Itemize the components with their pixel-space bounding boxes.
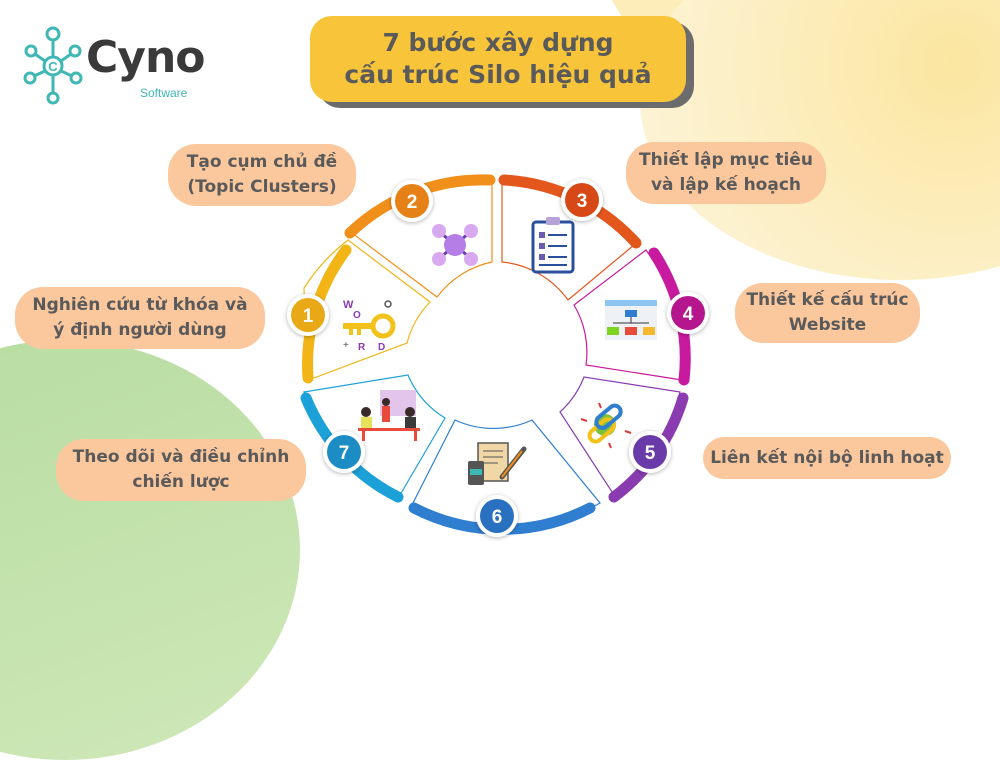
- svg-text:+: +: [343, 340, 349, 351]
- svg-text:1: 1: [303, 306, 314, 327]
- brand-logo: C Cyno Software: [22, 26, 222, 106]
- step-1-label: Nghiên cứu từ khóa và ý định người dùng: [15, 287, 265, 349]
- step-5-label-line-1: Liên kết nội bộ linh hoạt: [710, 447, 944, 468]
- badge-step-6: 6: [476, 495, 518, 537]
- link-gear-icon: [580, 402, 632, 449]
- molecule-logo-icon: C: [23, 26, 83, 105]
- document-pen-icon: [468, 442, 527, 485]
- svg-text:7: 7: [339, 443, 350, 464]
- svg-text:5: 5: [645, 443, 656, 464]
- title-line-2: cấu trúc Silo hiệu quả: [344, 60, 652, 89]
- step-1-label-line-2: ý định người dùng: [53, 320, 227, 340]
- step-3-label-line-2: và lập kế hoạch: [650, 175, 802, 195]
- key-word-icon: W O R D +: [343, 299, 396, 353]
- svg-text:W: W: [343, 299, 354, 311]
- step-5-label: Liên kết nội bộ linh hoạt: [703, 437, 951, 479]
- step-2-label: Tạo cụm chủ đề (Topic Clusters): [168, 144, 356, 206]
- badge-step-7: 7: [323, 431, 365, 473]
- step-2-label-line-1: Tạo cụm chủ đề: [186, 152, 338, 172]
- badge-step-5: 5: [629, 431, 671, 473]
- title-line-1: 7 bước xây dựng: [382, 28, 614, 57]
- brand-subtitle: Software: [140, 86, 188, 100]
- page-title: 7 bước xây dựng cấu trúc Silo hiệu quả: [310, 16, 686, 102]
- step-7-label-line-1: Theo dõi và điều chỉnh: [72, 447, 290, 467]
- step-2-label-line-2: (Topic Clusters): [187, 177, 337, 197]
- badge-step-2: 2: [391, 180, 433, 222]
- step-3-label-line-1: Thiết lập mục tiêu: [639, 150, 813, 170]
- segment-1-outline: [303, 239, 431, 382]
- svg-text:2: 2: [407, 192, 418, 213]
- step-4-label: Thiết kế cấu trúc Website: [735, 283, 920, 343]
- step-7-label: Theo dõi và điều chỉnh chiến lược: [56, 439, 306, 501]
- svg-text:O: O: [353, 310, 361, 321]
- step-4-label-line-1: Thiết kế cấu trúc: [746, 290, 909, 310]
- svg-text:R: R: [358, 342, 366, 353]
- step-7-label-line-2: chiến lược: [132, 472, 230, 492]
- step-1-label-line-1: Nghiên cứu từ khóa và: [32, 295, 248, 315]
- sitemap-icon: [605, 300, 657, 340]
- svg-text:C: C: [48, 59, 58, 74]
- badge-step-4: 4: [667, 292, 709, 334]
- team-meeting-icon: [358, 390, 420, 441]
- badge-step-3: 3: [561, 179, 603, 221]
- step-3-label: Thiết lập mục tiêu và lập kế hoạch: [626, 142, 826, 204]
- svg-text:D: D: [378, 342, 385, 353]
- cluster-network-icon: [432, 224, 478, 266]
- svg-text:6: 6: [492, 507, 503, 528]
- svg-text:3: 3: [577, 191, 588, 212]
- badge-step-1: 1: [287, 294, 329, 336]
- svg-text:4: 4: [683, 304, 694, 325]
- step-4-label-line-2: Website: [788, 315, 867, 335]
- brand-name: Cyno: [86, 32, 206, 83]
- clipboard-checklist-icon: [531, 217, 575, 274]
- silo-step-ring: 1 2 3 4 5 6 7 W O R D +: [287, 174, 709, 537]
